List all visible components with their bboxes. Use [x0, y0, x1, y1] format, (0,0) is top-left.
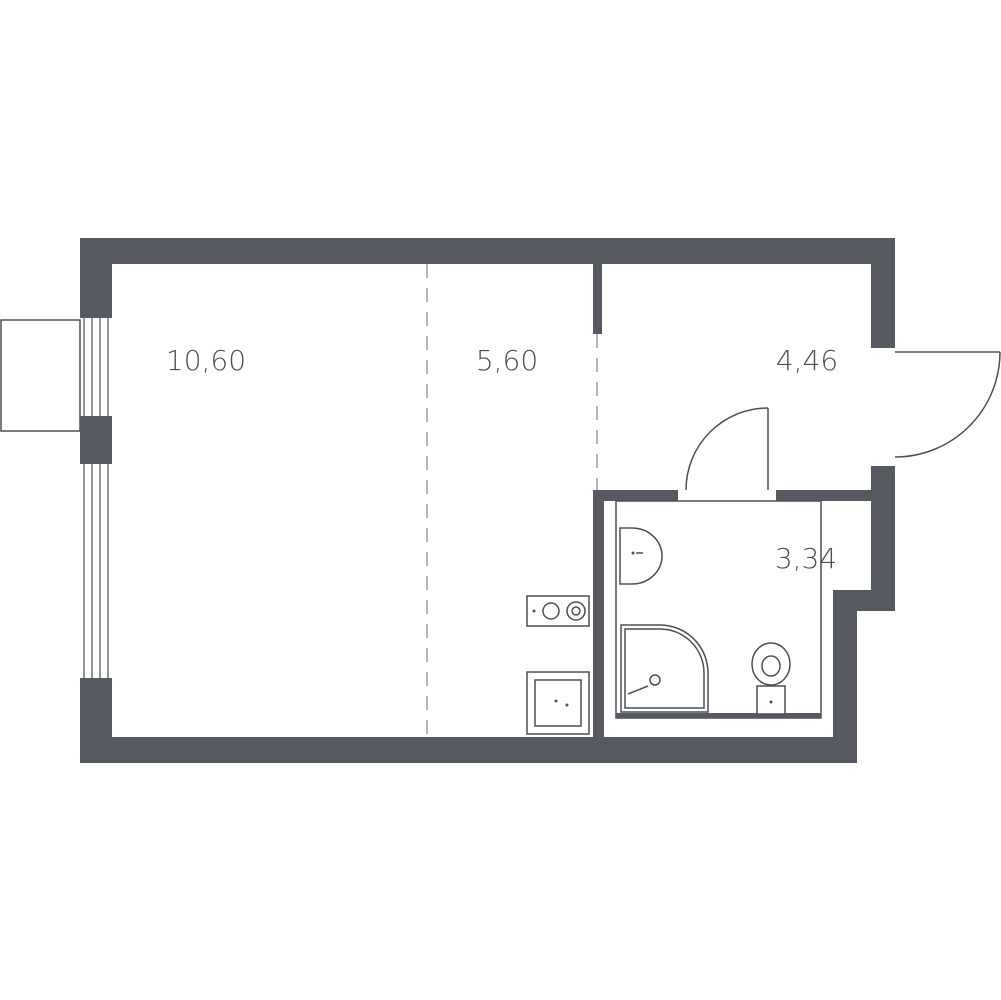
right-wall-bottom — [833, 590, 857, 763]
bathroom-liner-bottom — [616, 713, 821, 718]
living-room-area-label: 10,60 — [166, 344, 246, 377]
zone-separators — [426, 264, 598, 737]
stove — [526, 595, 590, 627]
right-wall-upper — [871, 238, 895, 348]
partition-stub — [593, 264, 602, 334]
bathroom-top-wall-right — [776, 490, 876, 501]
bathroom-left-wall — [593, 490, 604, 763]
balcony — [0, 319, 81, 432]
shower — [620, 624, 709, 713]
bathroom-door[interactable] — [685, 407, 769, 491]
window — [83, 315, 109, 680]
hallway-area-label: 4,46 — [776, 344, 838, 377]
walls — [80, 238, 895, 763]
bottom-wall — [80, 737, 857, 763]
washbasin — [619, 527, 663, 585]
top-wall — [80, 238, 895, 264]
right-wall-lower — [871, 466, 895, 611]
toilet — [751, 642, 791, 715]
left-wall-middle — [80, 416, 112, 464]
stove-body — [526, 595, 590, 627]
bathroom-top-wall-left — [593, 490, 678, 501]
balcony-outline — [0, 319, 81, 432]
entrance-door[interactable] — [894, 351, 1001, 458]
kitchen-area-label: 5,60 — [476, 344, 538, 377]
sink-body — [526, 671, 590, 735]
sink — [526, 671, 590, 735]
left-wall-top — [80, 238, 112, 318]
bathroom-area-label: 3,34 — [775, 542, 837, 575]
